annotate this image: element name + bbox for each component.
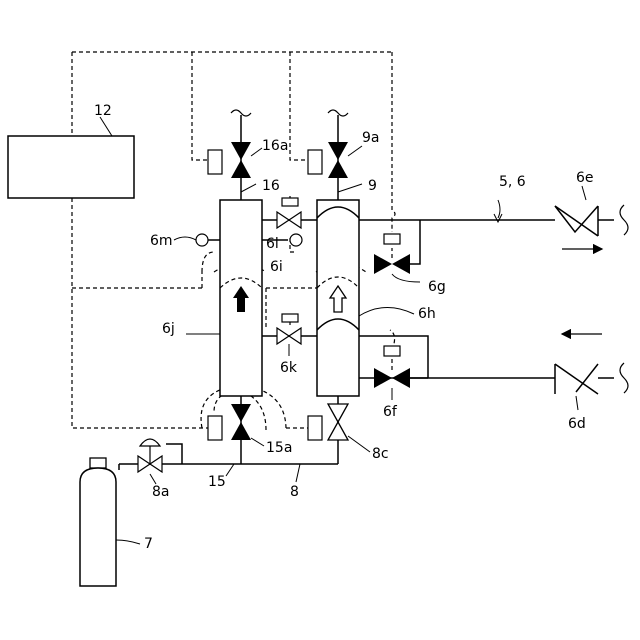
label-line-15: 15 <box>208 474 226 490</box>
label-line-16: 16 <box>262 178 280 194</box>
label-vessel-6h: 6h <box>418 306 436 322</box>
pipes <box>119 115 614 470</box>
check-valve-6e <box>555 206 598 236</box>
label-pipe-5-6: 5, 6 <box>499 174 526 190</box>
controller-box <box>8 136 134 198</box>
sensor-6i <box>290 234 302 246</box>
label-valve-6f: 6f <box>383 404 398 420</box>
label-line-9: 9 <box>368 178 377 194</box>
label-valve-6k: 6k <box>280 360 298 376</box>
label-valve-6g: 6g <box>428 279 446 295</box>
label-line-8: 8 <box>290 484 299 500</box>
label-valve-8c: 8c <box>372 446 389 462</box>
valve-6k[interactable] <box>277 314 301 344</box>
label-valve-16a: 16a <box>262 138 288 154</box>
sensor-6m <box>196 234 208 246</box>
label-valve-9a: 9a <box>362 130 380 146</box>
label-regulator-8a: 8a <box>152 484 170 500</box>
label-check-6d: 6d <box>568 416 586 432</box>
label-check-6e: 6e <box>576 170 594 186</box>
check-valve-6d <box>555 364 598 394</box>
valve-8c[interactable] <box>308 404 348 440</box>
label-vessel-6j: 6j <box>162 321 175 337</box>
valve-16a[interactable] <box>208 142 251 178</box>
label-sensor-6m: 6m <box>150 233 173 249</box>
valve-9a[interactable] <box>308 142 348 178</box>
valve-6l[interactable] <box>277 198 301 228</box>
label-controller: 12 <box>94 103 112 119</box>
label-valve-15a: 15a <box>266 440 292 456</box>
label-cylinder-7: 7 <box>144 536 153 552</box>
regulator-8a[interactable] <box>138 439 162 472</box>
label-valve-6l: 6l <box>266 236 279 252</box>
gas-cylinder-7 <box>80 458 116 586</box>
label-sensor-6i: 6i <box>270 259 283 275</box>
